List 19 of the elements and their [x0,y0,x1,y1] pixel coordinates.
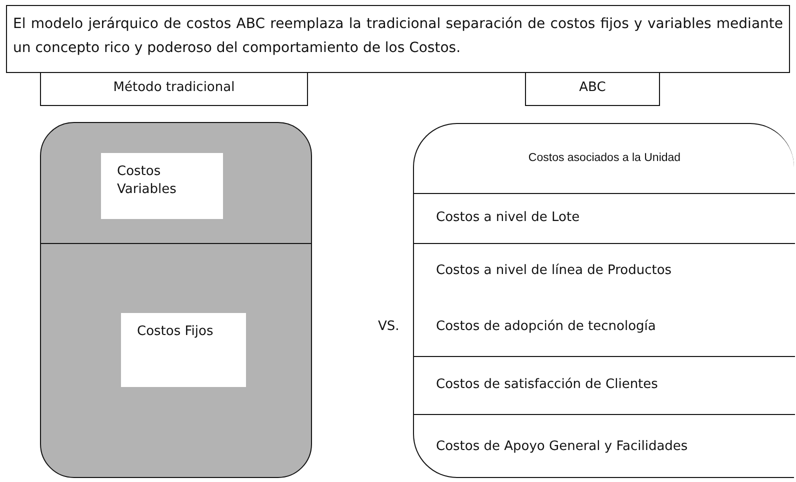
label-text: Costos Variables [117,163,178,200]
label-text: Costos de adopción de tecnología [436,318,656,336]
cost-box [121,313,246,387]
label-text: Costos Fijos [137,323,214,341]
note-box [6,5,790,73]
rounded-panel [413,123,794,478]
label-text: Costos de Apoyo General y Facilidades [436,438,688,456]
header-box [525,72,660,106]
header-box [40,72,308,106]
rounded-panel [40,122,312,478]
label-text: Costos a nivel de Lote [436,209,580,228]
label-text: Costos de satisfacción de Clientes [436,376,658,394]
label-text: Costos asociados a la Unidad [528,151,681,166]
label-text: Método tradicional [113,79,235,98]
label-text: ABC [579,79,606,98]
label-text: Costos a nivel de línea de Productos [436,262,672,280]
vs-label: VS. [378,318,400,336]
description-text: El modelo jerárquico de costos ABC reemplaza la tradicional separación de costos fijos y variables mediante un concepto rico y poderoso del comportamiento de los Costos. [13,15,783,58]
cost-box [101,153,223,219]
